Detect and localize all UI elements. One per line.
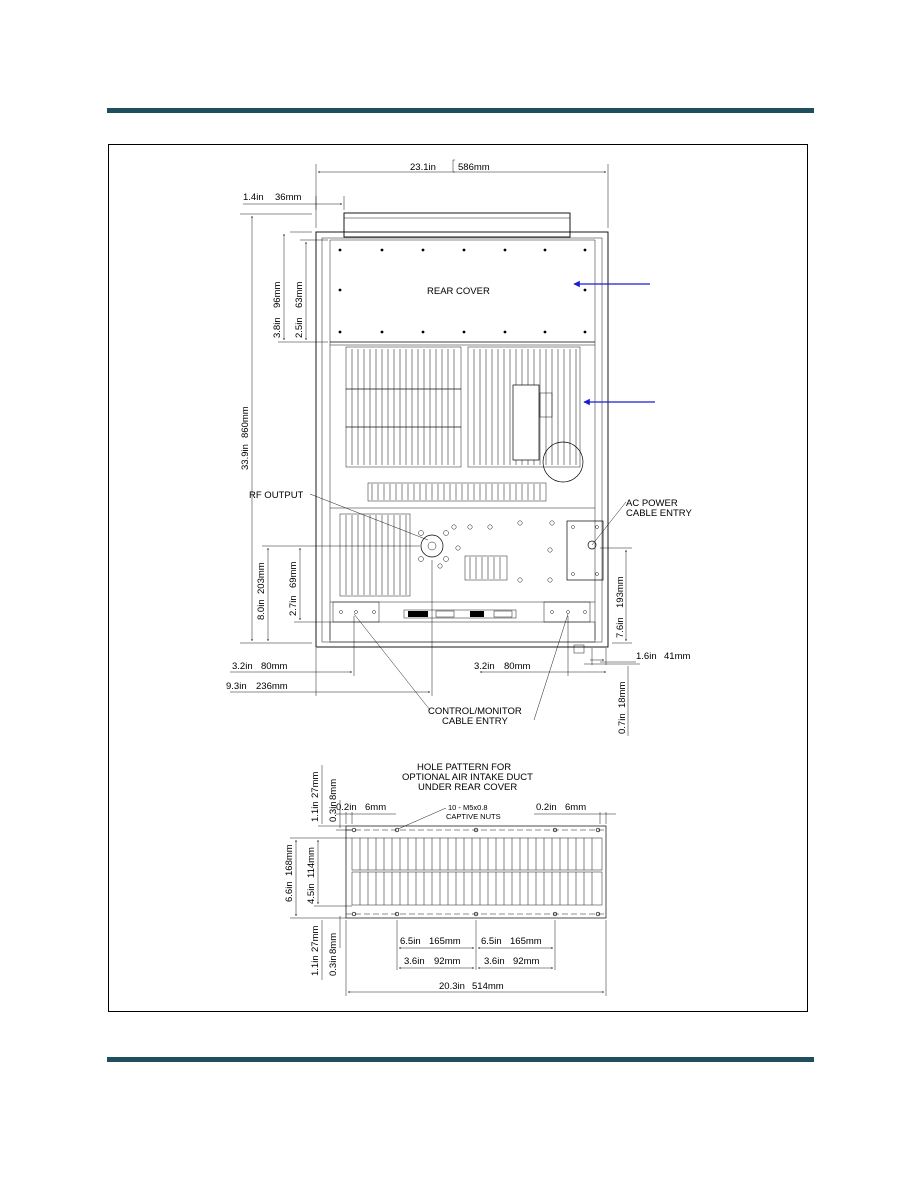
dim-rf-height-mm: 203mm [256,562,267,594]
dim-cover-a-mm: 96mm [272,282,283,308]
dim-ctrl-right-in: 3.2in [474,661,495,672]
rear-cover-screws [338,248,587,334]
leader-control-left [353,613,431,711]
dim-rf-left-mm: 236mm [256,681,288,692]
dim-duct-bot-outer-mm: 27mm [310,926,321,952]
dim-ctrl-right-mm: 80mm [504,661,530,672]
dim-duct-pitch-b-in: 6.5in [481,936,502,947]
header-rule [107,108,814,113]
dim-duct-half-b-in: 3.6in [484,956,505,967]
label-rf-output: RF OUTPUT [249,490,304,501]
dim-duct-top-outer-in: 1.1in [310,801,321,822]
dim-duct-bot-inner-in: 0.3in [328,955,339,976]
vent-grille-lower-middle [464,555,508,581]
dim-duct-top-inner-mm: 8mm [328,779,339,800]
bracket [452,159,455,173]
dim-duct-side-left-mm: 6mm [365,802,386,813]
dim-duct-half-b-mm: 92mm [513,956,539,967]
label-captive-2: CAPTIVE NUTS [446,812,501,821]
vent-grille-left [345,346,462,468]
dim-duct-height-in: 6.6in [284,881,295,902]
drawing-frame [108,144,808,1012]
dim-duct-bot-inner-mm: 8mm [328,933,339,954]
duct-captive-nuts [351,827,601,917]
dim-cover-b-mm: 63mm [294,282,305,308]
dim-edge-mm: 36mm [275,192,301,203]
dim-duct-width-mm: 514mm [472,981,504,992]
lower-panel-holes [437,520,555,583]
footer-rule [107,1057,814,1062]
label-control-2: CABLE ENTRY [442,716,508,727]
dim-ctrl-left-mm: 80mm [261,661,287,672]
label-ac-power-2: CABLE ENTRY [626,508,692,519]
dim-ac-height-in: 7.6in [615,617,626,638]
dim-duct-side-left-in: 0.2in [336,802,357,813]
dim-ac-bottom-in: 0.7in [617,713,628,734]
vent-grille-lower-left [339,513,411,597]
dim-duct-top-outer-mm: 27mm [310,772,321,798]
dim-width-total-in: 23.1in [410,162,436,173]
dim-duct-side-right-mm: 6mm [565,802,586,813]
label-captive-1: 10 - M5x0.8 [448,803,488,812]
connector-strip [403,609,517,619]
dim-rf-center-mm: 69mm [288,562,299,588]
dim-rf-center-in: 2.7in [288,595,299,616]
dim-duct-top-inner-in: 0.3in [328,801,339,822]
dim-cover-b-in: 2.5in [294,317,305,338]
leader-ac-power [591,501,627,546]
dim-duct-span-mm: 114mm [306,847,317,878]
dim-height-in: 33.9in [240,444,251,470]
ac-power-plate [566,520,604,581]
rf-output-connector [418,530,449,562]
hole-title-3: UNDER REAR COVER [418,782,517,793]
leader-control-right [533,613,569,721]
vent-grille-right [467,346,584,483]
blue-pointer-arrows [573,280,655,406]
dim-height-mm: 860mm [240,406,251,438]
label-ac-power-1: AC POWER [626,498,678,509]
label-rear-cover: REAR COVER [427,286,490,297]
dim-duct-half-a-mm: 92mm [434,956,460,967]
dim-duct-pitch-a-in: 6.5in [400,936,421,947]
dim-rf-height-in: 8.0in [256,599,267,620]
vent-grille-middle [367,482,547,502]
dim-rf-left-in: 9.3in [226,681,247,692]
dim-ac-height-mm: 193mm [615,576,626,608]
dim-lines-left [240,213,420,644]
duct-plate [345,825,607,919]
dim-ctrl-left-in: 3.2in [232,661,253,672]
dim-lines-right [584,547,640,736]
dim-cover-a-in: 3.8in [272,317,283,338]
dim-lines-bottom [230,560,607,696]
dim-duct-span-in: 4.5in [306,883,317,904]
dim-duct-width-in: 20.3in [439,981,465,992]
dim-duct-pitch-a-mm: 165mm [429,936,461,947]
dim-duct-bot-outer-in: 1.1in [310,955,321,976]
dim-duct-half-a-in: 3.6in [404,956,425,967]
dim-duct-pitch-b-mm: 165mm [510,936,542,947]
dim-ac-side-mm: 41mm [664,651,690,662]
label-control-1: CONTROL/MONITOR [428,706,522,717]
dim-ac-bottom-mm: 18mm [617,682,628,708]
hole-title-2: OPTIONAL AIR INTAKE DUCT [402,772,533,783]
hole-title-1: HOLE PATTERN FOR [417,762,511,773]
dim-edge-in: 1.4in [243,192,264,203]
dim-ac-side-in: 1.6in [636,651,657,662]
leader-captive [397,807,447,830]
dim-lines-top [243,164,609,228]
dim-duct-side-right-in: 0.2in [536,802,557,813]
leader-rf-output [309,493,429,541]
dim-duct-height-mm: 168mm [284,844,295,876]
dim-width-total-mm: 586mm [458,162,490,173]
cable-entry-plates [332,601,591,623]
duct-dim-lines [290,765,616,996]
